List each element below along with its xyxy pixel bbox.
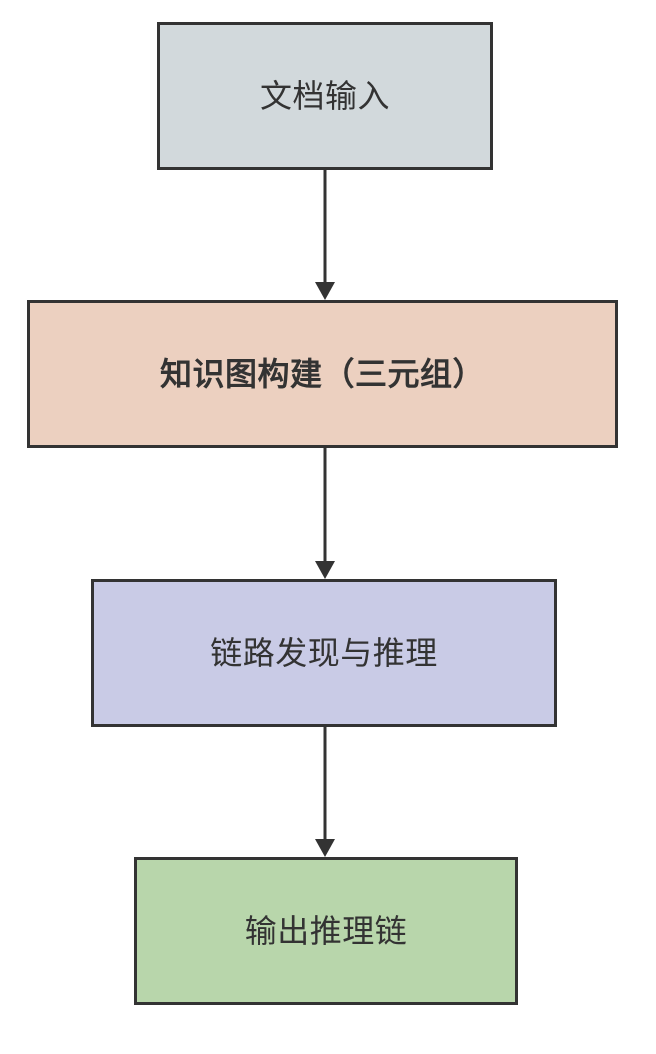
- flow-node-output-chain-label: 输出推理链: [244, 912, 408, 949]
- edge-2-arrowhead: [315, 561, 335, 579]
- flow-node-doc-input[interactable]: 文档输入: [157, 22, 493, 170]
- flow-node-doc-input-label: 文档输入: [259, 77, 390, 114]
- flow-node-link-reason[interactable]: 链路发现与推理: [91, 579, 557, 727]
- flow-node-output-chain[interactable]: 输出推理链: [134, 857, 518, 1005]
- flow-node-kg-build-label: 知识图构建（三元组）: [159, 355, 485, 392]
- flow-node-link-reason-label: 链路发现与推理: [210, 634, 438, 671]
- edge-3-arrowhead: [315, 839, 335, 857]
- edge-1-arrowhead: [315, 282, 335, 300]
- flow-node-kg-build[interactable]: 知识图构建（三元组）: [27, 300, 618, 448]
